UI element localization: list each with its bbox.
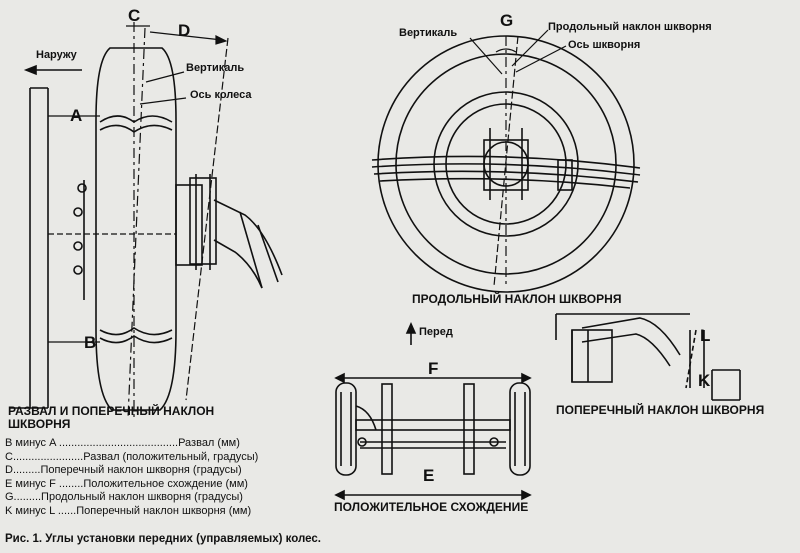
label-wheel-axis: Ось колеса (190, 89, 252, 101)
label-caster: Продольный наклон шкворня (548, 21, 712, 33)
legend-row: K минус L ......Поперечный наклон шкворн… (5, 504, 252, 517)
label-kingpin-axis: Ось шкворня (568, 39, 641, 51)
label-a: A (70, 106, 83, 125)
label-c: C (128, 6, 141, 25)
toe-panel-drawing (334, 322, 532, 501)
camber-panel-drawing (10, 47, 283, 411)
kingpin-panel-drawing (555, 313, 741, 401)
figure-caption: Рис. 1. Углы установки передних (управля… (5, 533, 321, 545)
legend-row: D.........Поперечный наклон шкворня (гра… (5, 464, 242, 477)
label-front: Перед (419, 326, 453, 338)
title-caster: ПРОДОЛЬНЫЙ НАКЛОН ШКВОРНЯ (412, 292, 622, 306)
label-k: K (698, 371, 711, 390)
legend-row: G.........Продольный наклон шкворня (гра… (5, 491, 243, 504)
legend: B минус A ..............................… (5, 437, 325, 519)
label-d: D (178, 21, 191, 40)
label-e: E (423, 466, 435, 485)
label-vertical: Вертикаль (186, 62, 245, 74)
label-g: G (500, 11, 514, 30)
title-toe: ПОЛОЖИТЕЛЬНОЕ СХОЖДЕНИЕ (334, 500, 529, 514)
label-f: F (428, 359, 439, 378)
label-out: Наружу (36, 49, 77, 61)
legend-row: E минус F ........Положительное схождени… (5, 477, 248, 490)
legend-row: B минус A ..............................… (5, 437, 240, 449)
label-vertical-top: Вертикаль (399, 27, 458, 39)
legend-row: C.......................Развал (положите… (5, 450, 259, 463)
title-kingpin: ПОПЕРЕЧНЫЙ НАКЛОН ШКВОРНЯ (556, 403, 765, 417)
label-b: B (84, 333, 97, 352)
label-l: L (700, 326, 711, 345)
title-camber: РАЗВАЛ И ПОПЕРЕЧНЫЙ НАКЛОН ШКВОРНЯ (8, 404, 215, 431)
